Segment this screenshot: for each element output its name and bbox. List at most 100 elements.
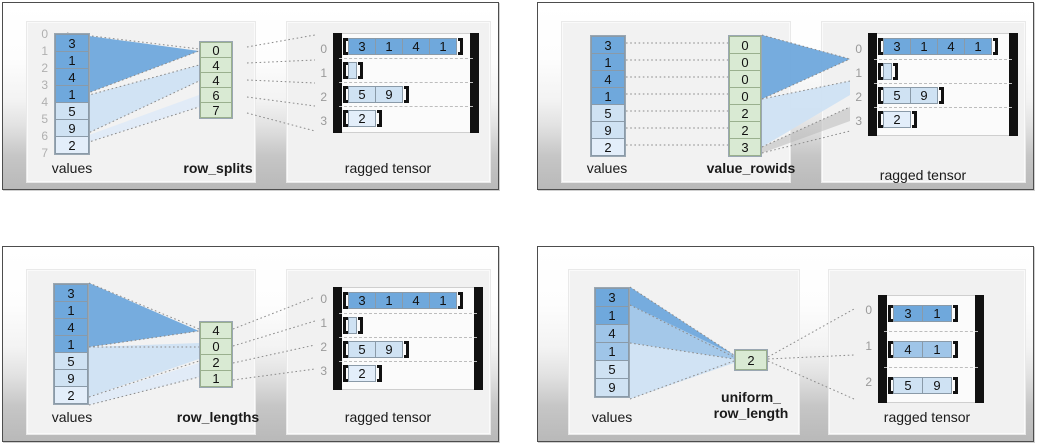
row-bracket-left-icon bbox=[343, 292, 348, 309]
value-index: 5 bbox=[41, 112, 48, 126]
value-cell: 3 bbox=[591, 36, 625, 54]
ragged-cell: 3 bbox=[893, 305, 923, 322]
row-index: 0 bbox=[855, 42, 862, 56]
value-index: 4 bbox=[41, 95, 48, 109]
ragged-cell: 1 bbox=[922, 341, 952, 358]
ragged-cell-empty bbox=[883, 63, 892, 80]
value-index: 3 bbox=[41, 78, 48, 92]
ragged-cell: 2 bbox=[883, 111, 911, 128]
value-cell: 3 bbox=[54, 284, 88, 302]
row-bracket-left-icon bbox=[343, 38, 348, 55]
ragged-cell: 4 bbox=[402, 292, 430, 309]
panel-row-splits: 0 1 2 3 4 5 6 7 3 1 4 1 5 9 2 0 4 4 6 7 bbox=[2, 2, 499, 190]
value-cell: 2 bbox=[54, 386, 88, 404]
encoding-cell: 2 bbox=[729, 121, 761, 139]
value-index: 6 bbox=[41, 129, 48, 143]
ragged-row: 2 bbox=[343, 365, 382, 382]
bracket-right-icon bbox=[1009, 33, 1018, 136]
connector-lines bbox=[66, 32, 316, 150]
values-caption: values bbox=[591, 409, 633, 425]
value-cell: 1 bbox=[54, 301, 88, 319]
row-bracket-right-icon bbox=[912, 111, 917, 128]
value-cell: 5 bbox=[591, 104, 625, 122]
row-divider bbox=[884, 331, 978, 332]
value-cell: 1 bbox=[595, 342, 629, 361]
ragged-cell: 4 bbox=[893, 341, 923, 358]
ragged-cell: 2 bbox=[348, 365, 376, 382]
values-caption: values bbox=[586, 160, 628, 176]
row-bracket-left-icon bbox=[878, 87, 883, 104]
encoding-cell: 6 bbox=[200, 87, 232, 103]
value-cell: 4 bbox=[55, 68, 89, 86]
ragged-cell: 1 bbox=[922, 305, 952, 322]
row-divider bbox=[874, 59, 1012, 60]
ragged-tensor: 3 1 4 1 5 9 bbox=[878, 295, 984, 405]
panel-row-lengths: 3 1 4 1 5 9 2 4 0 2 1 values row_lengths… bbox=[2, 246, 499, 442]
encoding-column-row-splits: 0 4 4 6 7 bbox=[199, 41, 233, 119]
row-bracket-left-icon bbox=[878, 111, 883, 128]
row-bracket-right-icon bbox=[404, 86, 409, 103]
ragged-cell: 5 bbox=[348, 86, 376, 103]
row-bracket-right-icon bbox=[953, 305, 958, 322]
value-cell: 4 bbox=[54, 318, 88, 336]
ragged-tensor-caption: ragged tensor bbox=[344, 160, 432, 176]
encoding-cell: 0 bbox=[729, 70, 761, 88]
row-divider bbox=[884, 367, 978, 368]
encoding-cell: 3 bbox=[729, 138, 761, 156]
value-cell: 4 bbox=[595, 324, 629, 343]
ragged-cell: 3 bbox=[348, 38, 376, 55]
ragged-row: 2 bbox=[343, 110, 382, 127]
value-cell: 2 bbox=[591, 138, 625, 156]
value-cell: 1 bbox=[54, 335, 88, 353]
values-caption: values bbox=[51, 160, 93, 176]
row-bracket-left-icon bbox=[888, 341, 893, 358]
ragged-tensor-caption: ragged tensor bbox=[344, 409, 432, 425]
bracket-left-icon bbox=[333, 33, 342, 133]
ragged-cell: 9 bbox=[375, 341, 403, 358]
row-bracket-left-icon bbox=[878, 38, 883, 55]
ragged-tensor-caption: ragged tensor bbox=[879, 167, 967, 183]
value-cell: 3 bbox=[55, 34, 89, 52]
row-index: 0 bbox=[320, 292, 327, 306]
row-bracket-right-icon bbox=[893, 63, 898, 80]
encoding-cell: 2 bbox=[729, 104, 761, 122]
ragged-cell: 3 bbox=[348, 292, 376, 309]
connector-lines bbox=[629, 286, 855, 400]
value-cell: 5 bbox=[54, 352, 88, 370]
ragged-cell: 1 bbox=[375, 38, 403, 55]
row-bracket-right-icon bbox=[953, 341, 958, 358]
value-cell: 4 bbox=[591, 70, 625, 88]
value-cell: 9 bbox=[595, 378, 629, 397]
values-column: 3 1 4 1 5 9 2 bbox=[590, 35, 626, 157]
ragged-cell: 1 bbox=[375, 292, 403, 309]
row-bracket-right-icon bbox=[953, 377, 958, 394]
row-bracket-right-icon bbox=[404, 341, 409, 358]
ragged-row: 5 9 bbox=[878, 87, 944, 104]
panel-value-rowids: 3 1 4 1 5 9 2 0 0 0 0 2 2 3 values value… bbox=[537, 2, 1034, 190]
row-index: 1 bbox=[320, 316, 327, 330]
row-divider bbox=[874, 107, 1012, 108]
ragged-cell: 5 bbox=[893, 377, 923, 394]
row-bracket-right-icon bbox=[939, 87, 944, 104]
encoding-cell: 4 bbox=[200, 322, 232, 339]
row-bracket-left-icon bbox=[343, 317, 348, 334]
value-cell: 9 bbox=[54, 369, 88, 387]
encoding-caption: value_rowids bbox=[706, 160, 796, 176]
encoding-cell: 2 bbox=[735, 350, 767, 370]
row-bracket-right-icon bbox=[458, 292, 463, 309]
encoding-cell: 0 bbox=[200, 338, 232, 355]
value-cell: 5 bbox=[55, 102, 89, 120]
value-cell: 9 bbox=[55, 119, 89, 137]
ragged-cell: 3 bbox=[883, 38, 911, 55]
ragged-row: 3 1 4 1 bbox=[343, 292, 463, 309]
row-bracket-right-icon bbox=[377, 110, 382, 127]
value-cell: 1 bbox=[591, 87, 625, 105]
connector-lines bbox=[88, 282, 316, 406]
ragged-cell: 9 bbox=[375, 86, 403, 103]
value-cell: 2 bbox=[55, 136, 89, 154]
ragged-cell: 1 bbox=[910, 38, 938, 55]
ragged-row: 3 1 4 1 bbox=[878, 38, 998, 55]
row-index: 1 bbox=[865, 339, 872, 353]
ragged-row: 4 1 bbox=[888, 341, 958, 358]
encoding-cell: 4 bbox=[200, 57, 232, 73]
